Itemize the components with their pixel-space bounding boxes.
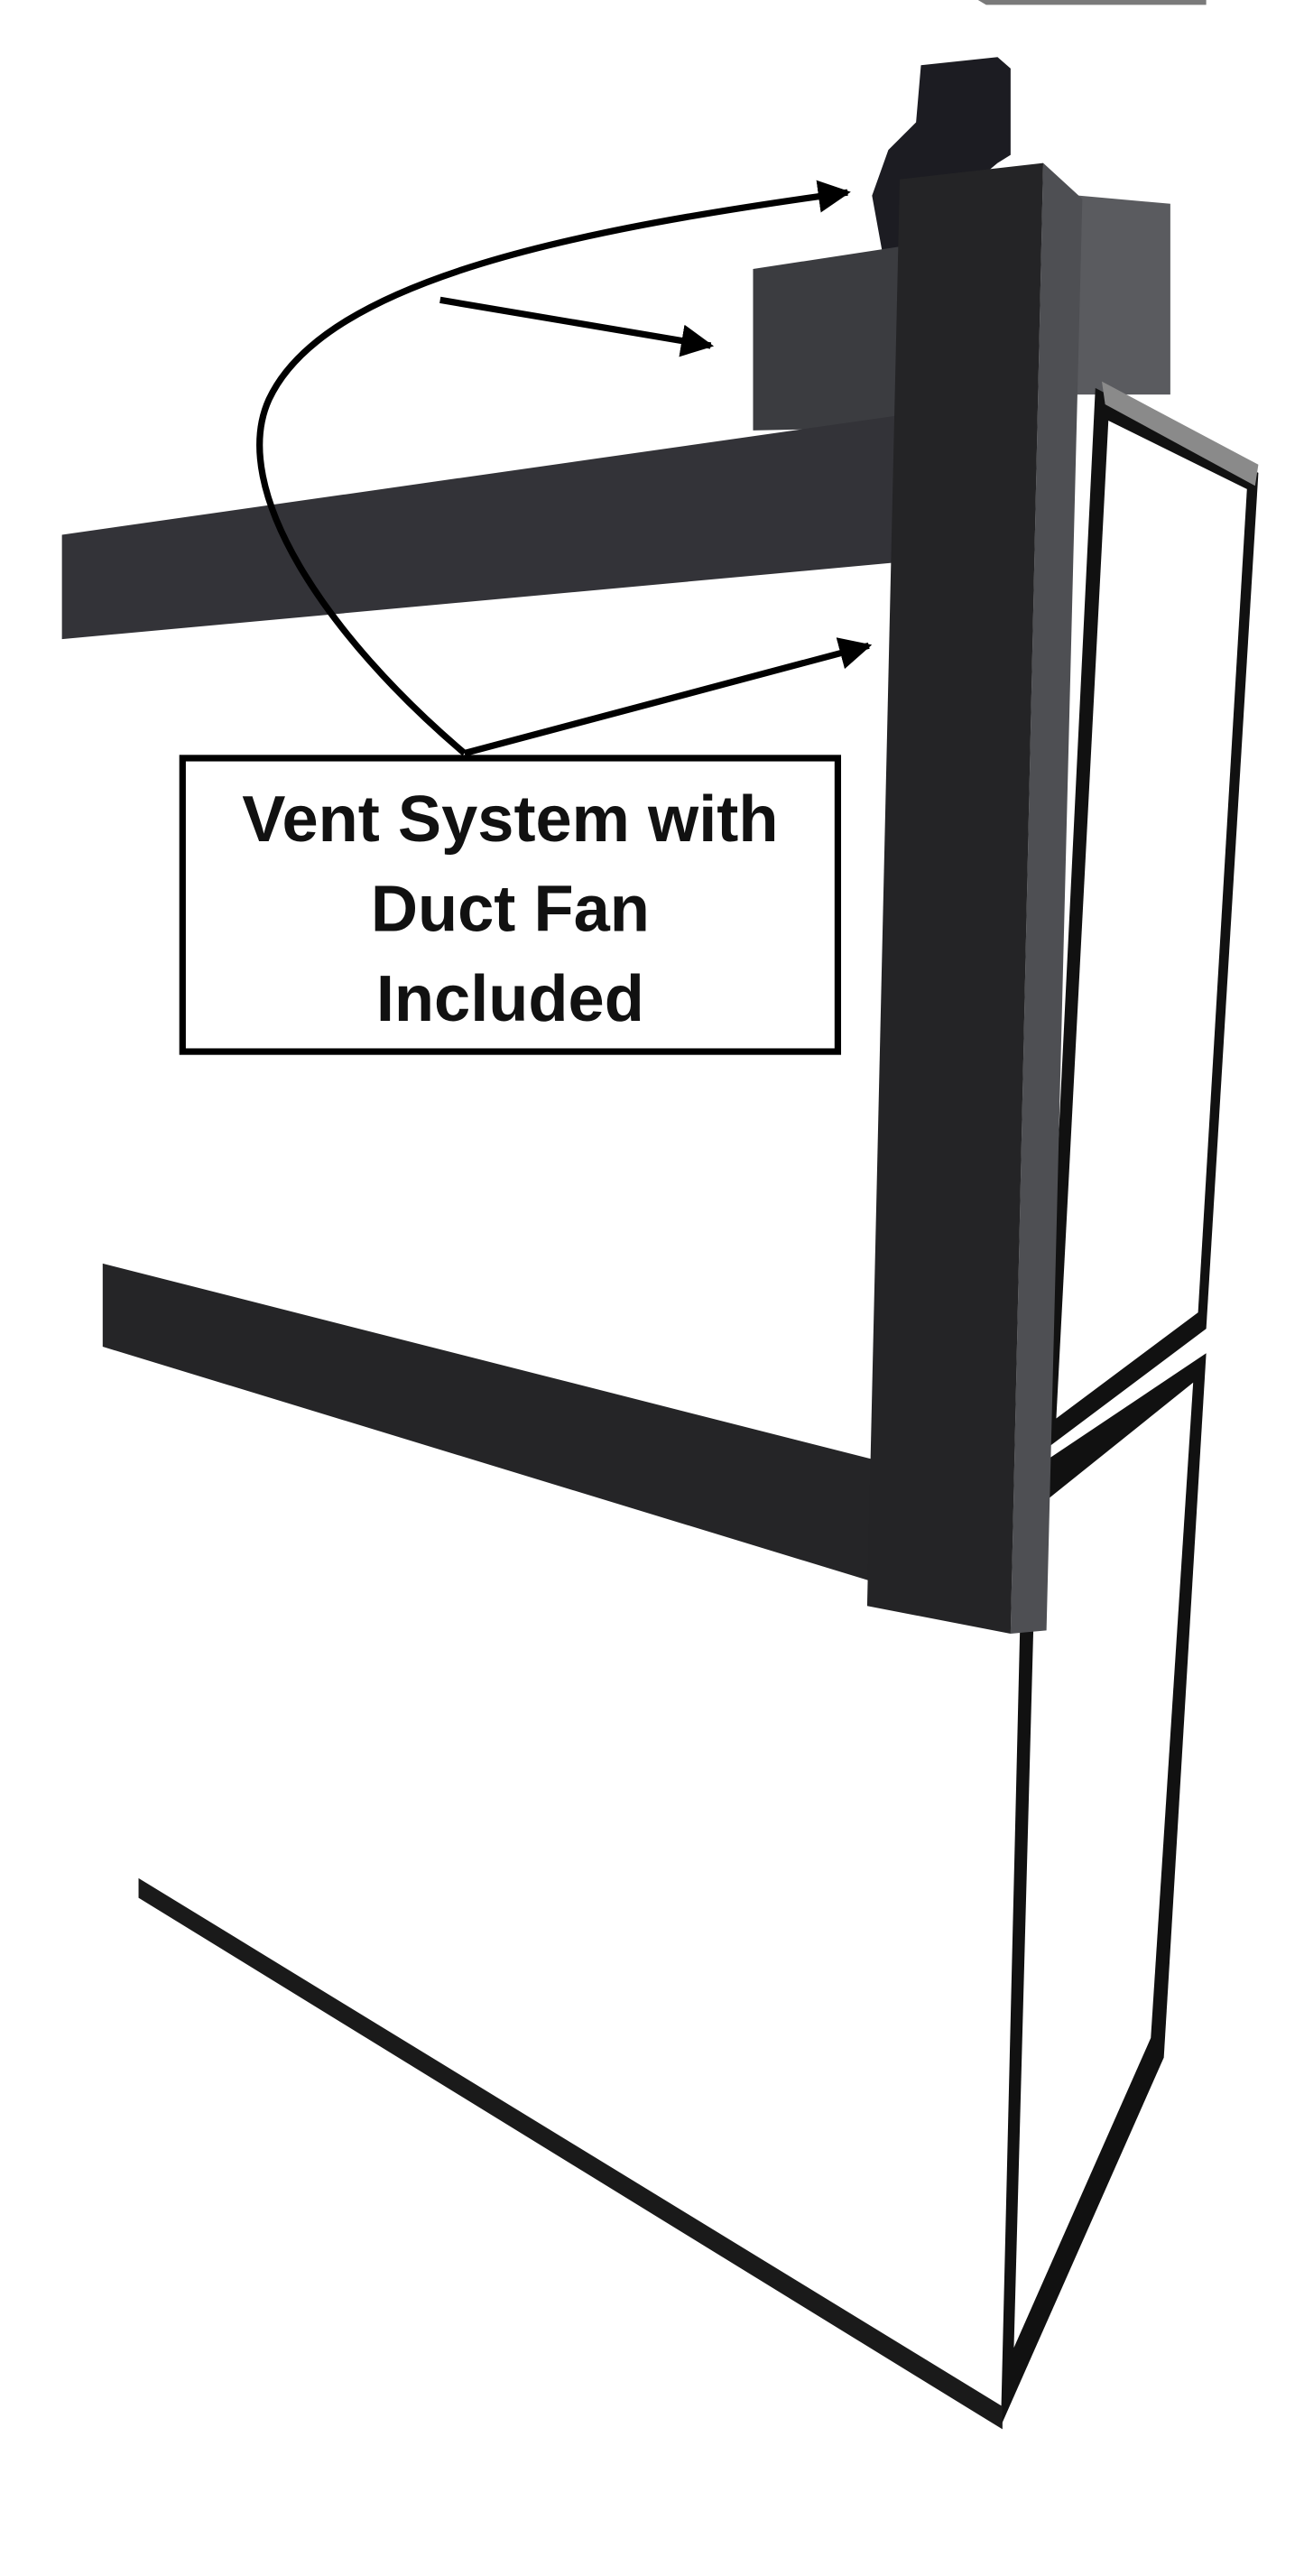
callout-curve <box>256 180 851 756</box>
top-edge-object <box>977 0 1207 5</box>
right-top-edge <box>1102 381 1259 486</box>
right-upper-panel <box>1056 421 1247 1419</box>
arrow-to-box <box>439 296 715 357</box>
callout-label: Vent System with Duct Fan Included <box>179 755 842 1055</box>
top-vent-box <box>753 244 913 431</box>
top-frame-bar <box>61 415 897 640</box>
right-lower-panel <box>1013 1382 1194 2349</box>
bottom-edge <box>138 1877 1003 2430</box>
callout-line-2: Duct Fan <box>371 873 650 945</box>
callout-line-3: Included <box>376 963 644 1035</box>
middle-frame-bar <box>102 1263 873 1582</box>
callout-line-1: Vent System with <box>242 783 778 856</box>
main-post <box>866 162 1043 1634</box>
arrow-to-post <box>463 637 873 757</box>
post-side <box>1010 162 1083 1634</box>
